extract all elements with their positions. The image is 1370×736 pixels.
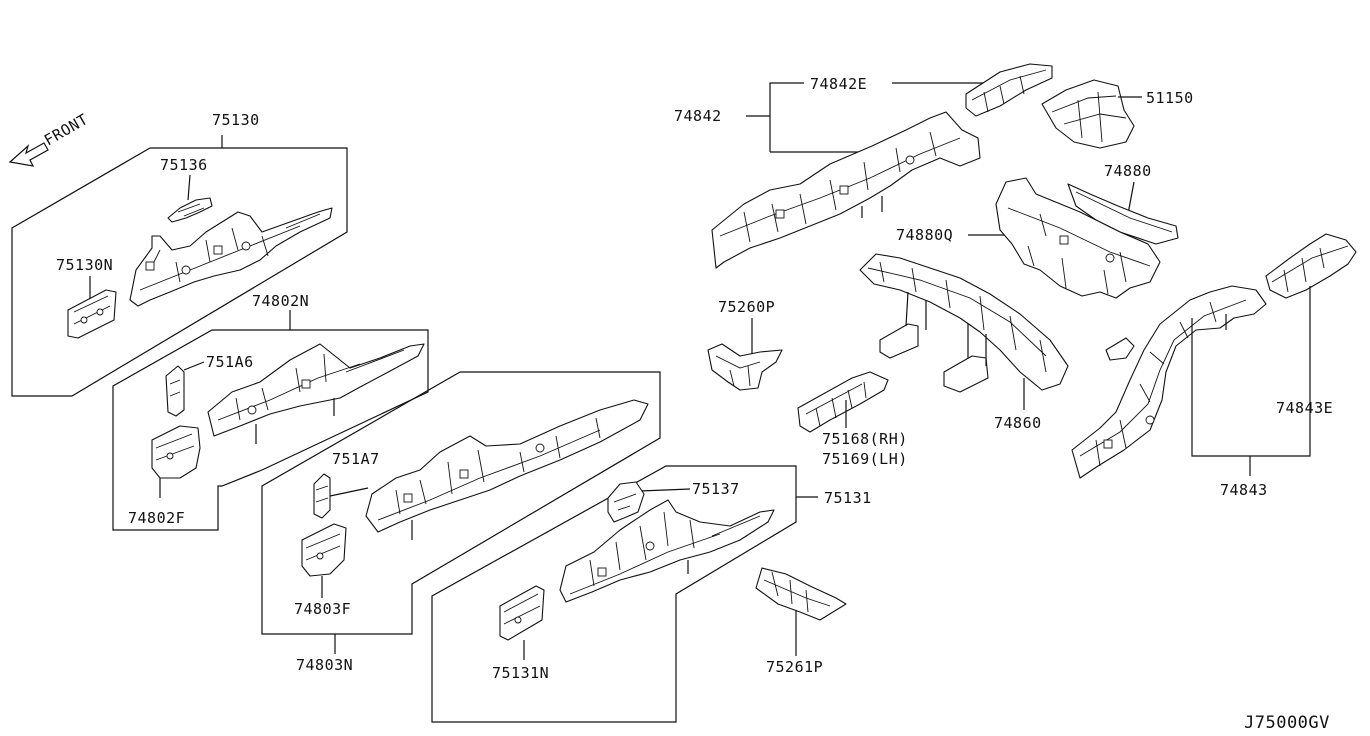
part-75130N[interactable] [67, 289, 117, 339]
part-75261P[interactable] [755, 567, 847, 621]
label-74802N[interactable]: 74802N [252, 292, 309, 310]
label-74802F[interactable]: 74802F [128, 509, 185, 527]
label-75168[interactable]: 75168(RH) [822, 430, 908, 448]
label-75130N[interactable]: 75130N [56, 256, 113, 274]
part-75168-75169[interactable] [797, 371, 889, 433]
label-74843E[interactable]: 74843E [1276, 399, 1333, 417]
part-74802N-rail[interactable] [207, 343, 425, 444]
part-74843-rail[interactable] [1071, 285, 1267, 479]
part-74803F[interactable] [301, 523, 347, 577]
group-74803N-outline [261, 371, 661, 654]
label-75137[interactable]: 75137 [692, 480, 740, 498]
group-75130-outline [11, 135, 348, 397]
label-75131N[interactable]: 75131N [492, 664, 549, 682]
front-arrow-icon [8, 142, 49, 167]
label-74843[interactable]: 74843 [1220, 481, 1268, 499]
label-75261P[interactable]: 75261P [766, 658, 823, 676]
part-75137[interactable] [607, 481, 645, 523]
part-75260P[interactable] [707, 343, 783, 391]
part-74802F[interactable] [151, 425, 201, 479]
part-74880Q[interactable] [995, 177, 1161, 299]
part-75130-rail[interactable] [129, 207, 333, 307]
label-74842[interactable]: 74842 [674, 107, 722, 125]
diagram-code: J75000GV [1244, 713, 1330, 733]
part-75136[interactable] [167, 197, 213, 223]
group-74843-outline [1191, 286, 1311, 476]
part-74880[interactable] [1067, 183, 1179, 245]
part-51150[interactable] [1041, 79, 1135, 149]
label-75136[interactable]: 75136 [160, 156, 208, 174]
label-74803N[interactable]: 74803N [296, 656, 353, 674]
part-751A6[interactable] [165, 365, 185, 417]
front-label: FRONT [41, 110, 91, 149]
part-74803N-rail[interactable] [365, 399, 649, 540]
part-75131N[interactable] [499, 585, 545, 641]
label-75130[interactable]: 75130 [212, 111, 260, 129]
label-74842E[interactable]: 74842E [810, 75, 867, 93]
part-74842-rail[interactable] [711, 111, 981, 269]
label-75131[interactable]: 75131 [824, 489, 872, 507]
group-74802N-outline [112, 310, 429, 531]
part-75131-rail[interactable] [559, 499, 775, 603]
label-74860[interactable]: 74860 [994, 414, 1042, 432]
label-74803F[interactable]: 74803F [294, 600, 351, 618]
part-74842E[interactable] [965, 63, 1053, 117]
group-75131-outline [431, 465, 818, 723]
label-751A6[interactable]: 751A6 [206, 353, 254, 371]
part-74843E[interactable] [1265, 233, 1357, 299]
label-74880[interactable]: 74880 [1104, 162, 1152, 180]
label-751A7[interactable]: 751A7 [332, 450, 380, 468]
part-74860[interactable] [859, 253, 1069, 393]
label-75169[interactable]: 75169(LH) [822, 450, 908, 468]
part-751A7[interactable] [313, 473, 331, 519]
label-75260P[interactable]: 75260P [718, 298, 775, 316]
label-74880Q[interactable]: 74880Q [896, 226, 953, 244]
label-51150[interactable]: 51150 [1146, 89, 1194, 107]
